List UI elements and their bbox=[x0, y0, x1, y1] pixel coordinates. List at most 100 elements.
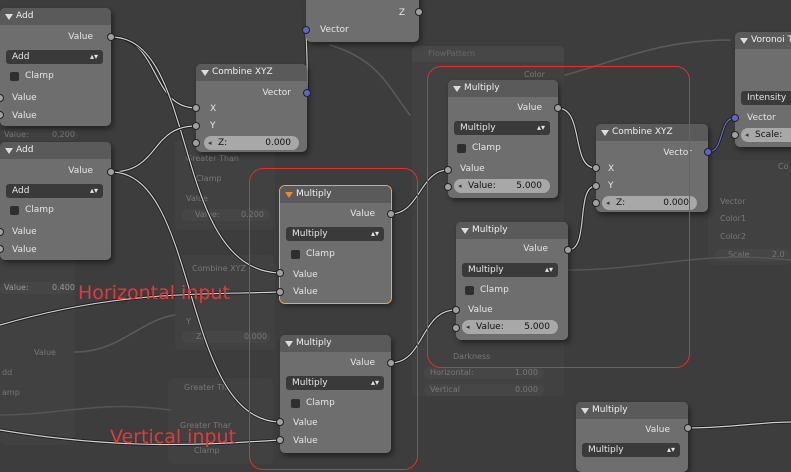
updown-arrow-icon: ▴▾ bbox=[370, 229, 379, 238]
voronoi-scale-socket[interactable] bbox=[731, 131, 739, 139]
combine-2-x-socket[interactable] bbox=[592, 164, 600, 172]
mult-bottom-mode-select[interactable]: Multiply▴▾ bbox=[286, 376, 384, 390]
add-2-clamp-checkbox[interactable] bbox=[10, 206, 19, 215]
combine-2-y-socket[interactable] bbox=[592, 182, 600, 190]
decrement-arrow-icon[interactable]: ◂ bbox=[458, 182, 462, 190]
mult-red-bottom-clamp-checkbox[interactable] bbox=[465, 286, 474, 295]
collapse-arrow-icon[interactable] bbox=[5, 148, 13, 154]
voronoi-header[interactable]: Voronoi Te bbox=[735, 32, 791, 49]
mult-active-output-label: Value bbox=[350, 209, 375, 219]
add-2-mode-value: Add bbox=[12, 186, 30, 196]
mult-active-input-1-socket[interactable] bbox=[276, 269, 284, 277]
voronoi-scale-field[interactable]: ◂Scale: bbox=[741, 128, 791, 142]
top-partial-z-socket[interactable] bbox=[415, 8, 423, 16]
collapse-arrow-icon[interactable] bbox=[285, 341, 293, 347]
mult-red-top-title: Multiply bbox=[464, 83, 500, 93]
collapse-arrow-icon[interactable] bbox=[453, 86, 461, 92]
combine-2-z-field[interactable]: ◂Z:0.000 bbox=[602, 196, 697, 210]
node-multiply-lower-right[interactable]: Multiply Value Multiply▴▾ bbox=[576, 402, 688, 472]
mult-red-top-input-1-label: Value bbox=[460, 164, 485, 174]
ghost-y-label: Y bbox=[186, 317, 191, 326]
ghost-greater-than-label: Greater Than bbox=[186, 154, 239, 163]
decrement-arrow-icon[interactable]: ◂ bbox=[745, 131, 749, 139]
collapse-arrow-icon[interactable] bbox=[5, 14, 13, 20]
ghost-horizontal-value: 1.000 bbox=[515, 368, 538, 377]
mult-lower-right-header[interactable]: Multiply bbox=[576, 402, 688, 419]
node-top-partial[interactable]: Z Vector bbox=[306, 0, 419, 42]
mult-active-output-socket[interactable] bbox=[387, 210, 395, 218]
mult-red-top-output-socket[interactable] bbox=[554, 104, 562, 112]
decrement-arrow-icon[interactable]: ◂ bbox=[466, 323, 470, 331]
combine-2-z-socket[interactable] bbox=[592, 199, 600, 207]
add-1-mode-select[interactable]: Add▴▾ bbox=[6, 50, 103, 64]
node-multiply-active[interactable]: Multiply Value Multiply▴▾ Clamp Value Va… bbox=[279, 185, 392, 304]
mult-red-bottom-value-label: Value: bbox=[476, 322, 504, 332]
node-add-2[interactable]: Add Value Add▴▾ Clamp Value Value bbox=[0, 142, 111, 260]
mult-bottom-output-label: Value bbox=[350, 358, 375, 368]
node-combine-xyz-1[interactable]: Combine XYZ Vector X Y ◂Z:0.000 bbox=[196, 64, 307, 152]
mult-bottom-clamp-checkbox[interactable] bbox=[291, 399, 300, 408]
mult-active-header[interactable]: Multiply bbox=[280, 186, 391, 203]
collapse-arrow-icon[interactable] bbox=[285, 192, 293, 198]
add-2-mode-select[interactable]: Add▴▾ bbox=[6, 184, 103, 198]
voronoi-mode-value: Intensity bbox=[747, 93, 787, 103]
node-multiply-red-bottom[interactable]: Multiply Value Multiply▴▾ Clamp Value ◂V… bbox=[456, 222, 568, 340]
combine-1-x-socket[interactable] bbox=[192, 104, 200, 112]
add-2-output-label: Value bbox=[68, 166, 93, 176]
collapse-arrow-icon[interactable] bbox=[201, 70, 209, 76]
mult-red-top-input-2-socket[interactable] bbox=[444, 183, 452, 191]
add-1-output-socket[interactable] bbox=[107, 33, 115, 41]
mult-red-top-value-field[interactable]: ◂Value:5.000 bbox=[454, 179, 550, 193]
mult-red-top-value-number: 5.000 bbox=[516, 181, 542, 191]
mult-red-top-mode-select[interactable]: Multiply▴▾ bbox=[454, 121, 550, 135]
collapse-arrow-icon[interactable] bbox=[740, 38, 748, 44]
node-multiply-red-top[interactable]: Multiply Value Multiply▴▾ Clamp Value ◂V… bbox=[448, 80, 558, 198]
combine-1-vector-socket[interactable] bbox=[303, 89, 311, 97]
mult-red-bottom-mode-select[interactable]: Multiply▴▾ bbox=[462, 263, 558, 277]
ghost-right-scale-value: 2.0 bbox=[772, 250, 785, 259]
combine-1-header[interactable]: Combine XYZ bbox=[196, 64, 307, 81]
mult-bottom-input-1-socket[interactable] bbox=[276, 418, 284, 426]
mult-lower-right-output-socket[interactable] bbox=[684, 424, 692, 432]
top-partial-vector-socket[interactable] bbox=[302, 26, 310, 34]
combine-2-header[interactable]: Combine XYZ bbox=[596, 124, 708, 141]
collapse-arrow-icon[interactable] bbox=[601, 130, 609, 136]
ghost-greater-than-label-2: Greater Th bbox=[184, 383, 227, 392]
combine-1-y-socket[interactable] bbox=[192, 122, 200, 130]
mult-active-mode-select[interactable]: Multiply▴▾ bbox=[286, 227, 384, 241]
combine-1-z-field[interactable]: ◂Z:0.000 bbox=[204, 136, 299, 150]
mult-active-input-2-socket[interactable] bbox=[276, 288, 284, 296]
combine-2-vector-socket[interactable] bbox=[704, 148, 712, 156]
mult-bottom-header[interactable]: Multiply bbox=[280, 335, 391, 352]
mult-bottom-output-socket[interactable] bbox=[387, 359, 395, 367]
mult-red-top-input-1-socket[interactable] bbox=[444, 166, 452, 174]
mult-red-bottom-output-socket[interactable] bbox=[564, 246, 572, 254]
mult-lower-right-mode-select[interactable]: Multiply▴▾ bbox=[582, 443, 680, 457]
voronoi-mode-select[interactable]: Intensity bbox=[741, 91, 791, 105]
mult-red-bottom-input-1-socket[interactable] bbox=[452, 306, 460, 314]
decrement-arrow-icon[interactable]: ◂ bbox=[208, 139, 212, 147]
updown-arrow-icon: ▴▾ bbox=[89, 52, 98, 61]
node-combine-xyz-2[interactable]: Combine XYZ Vector X Y ◂Z:0.000 bbox=[596, 124, 708, 212]
mult-bottom-input-2-socket[interactable] bbox=[276, 436, 284, 444]
ghost-value-field bbox=[182, 209, 270, 221]
mult-red-bottom-input-2-socket[interactable] bbox=[452, 324, 460, 332]
node-multiply-bottom[interactable]: Multiply Value Multiply▴▾ Clamp Value Va… bbox=[280, 335, 391, 453]
combine-1-z-socket[interactable] bbox=[192, 139, 200, 147]
decrement-arrow-icon[interactable]: ◂ bbox=[606, 199, 610, 207]
add-1-clamp-checkbox[interactable] bbox=[10, 72, 19, 81]
node-add-1[interactable]: Add Value Add▴▾ Clamp Value Value bbox=[0, 8, 111, 126]
mult-red-bottom-value-field[interactable]: ◂Value:5.000 bbox=[462, 320, 558, 334]
voronoi-vector-socket[interactable] bbox=[731, 114, 739, 122]
add-2-header[interactable]: Add bbox=[0, 142, 111, 159]
mult-red-top-clamp-checkbox[interactable] bbox=[457, 144, 466, 153]
mult-red-bottom-header[interactable]: Multiply bbox=[456, 222, 568, 239]
collapse-arrow-icon[interactable] bbox=[581, 408, 589, 414]
mult-red-top-header[interactable]: Multiply bbox=[448, 80, 558, 97]
mult-active-clamp-checkbox[interactable] bbox=[291, 250, 300, 259]
node-voronoi-texture[interactable]: Voronoi Te Intensity Vector ◂Scale: bbox=[735, 32, 791, 147]
ghost-clamp-label: Clamp bbox=[196, 174, 222, 183]
add-2-output-socket[interactable] bbox=[107, 168, 115, 176]
collapse-arrow-icon[interactable] bbox=[461, 228, 469, 234]
add-1-header[interactable]: Add bbox=[0, 8, 111, 25]
